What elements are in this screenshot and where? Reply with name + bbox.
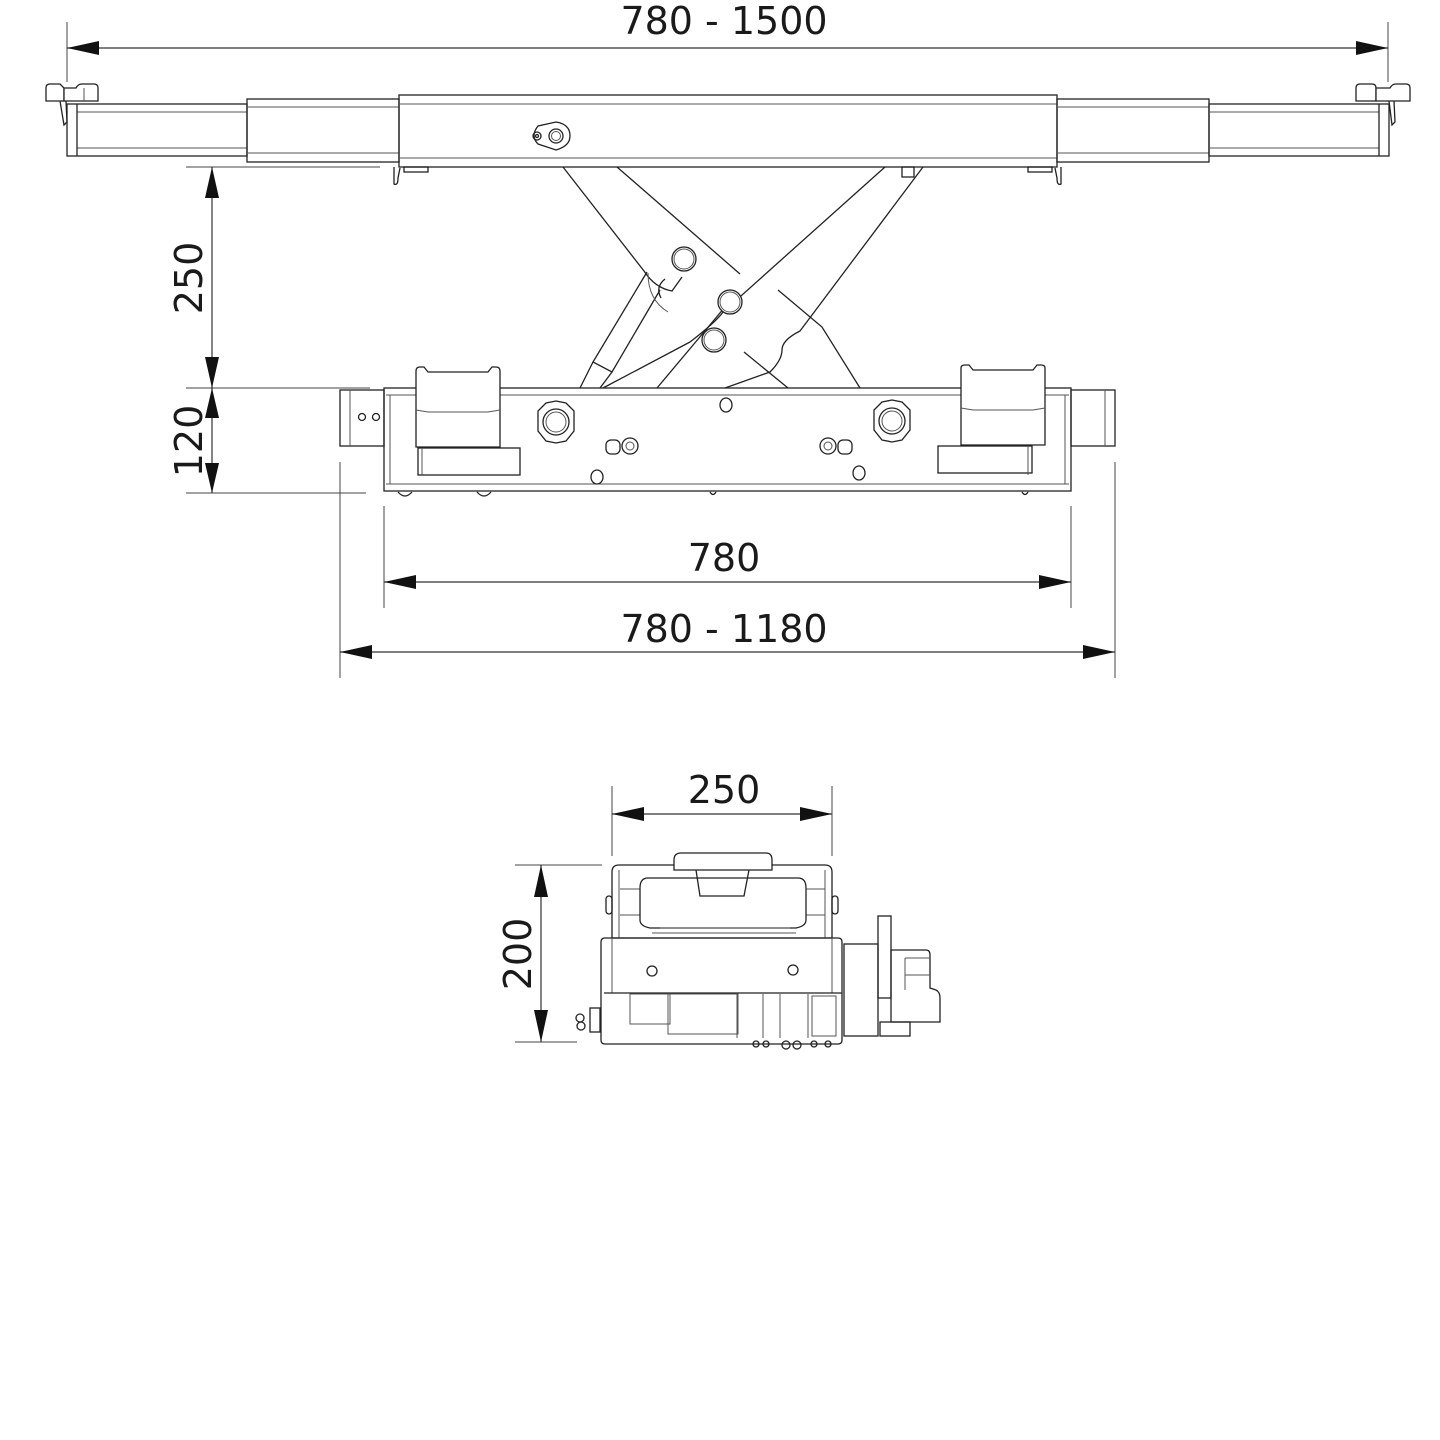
dimension-base-width: 780 [383, 506, 1072, 608]
dimension-base-extension-width: 780 - 1180 [339, 462, 1116, 678]
valve-icon [605, 437, 639, 455]
dimension-arm-extension-width: 780 - 1500 [66, 0, 1389, 82]
side-view: 250 200 [496, 768, 941, 1050]
front-view: 780 - 1500 [45, 0, 1411, 678]
knob-icon [537, 400, 575, 444]
valve-icon [819, 437, 853, 455]
dimension-label: 780 - 1500 [620, 0, 827, 43]
pivot-pin [717, 289, 743, 315]
knob-icon [873, 399, 911, 443]
dimension-base-height: 120 [167, 388, 366, 494]
base-extension-right [1070, 389, 1116, 447]
pivot-pin [671, 246, 697, 272]
pivot-pin [701, 327, 727, 353]
dimension-label: 200 [496, 918, 540, 991]
dimension-label: 250 [688, 768, 761, 812]
dimension-label: 780 - 1180 [620, 607, 827, 651]
base-frame [339, 364, 1116, 497]
scissor-mechanism [562, 166, 924, 389]
dimension-label: 250 [167, 242, 211, 315]
saddle-right [960, 364, 1046, 446]
arm-tube-right [1208, 103, 1390, 157]
dimension-lift-height: 250 [167, 166, 380, 389]
saddle-left [415, 366, 501, 448]
base-extension-left [339, 389, 385, 447]
arm-center-beam [398, 94, 1058, 168]
arrowhead-right [1356, 41, 1388, 55]
dimension-side-width: 250 [611, 768, 833, 856]
telescopic-arm [66, 94, 1390, 186]
dimension-label: 120 [167, 405, 211, 478]
lock-pin-icon [532, 121, 571, 151]
arm-pad-left [45, 83, 99, 127]
arm-pad-right [1355, 83, 1411, 127]
dimension-side-height: 200 [496, 864, 602, 1043]
dimension-label: 780 [688, 536, 761, 580]
arrowhead-left [67, 41, 99, 55]
side-body [575, 852, 941, 1050]
